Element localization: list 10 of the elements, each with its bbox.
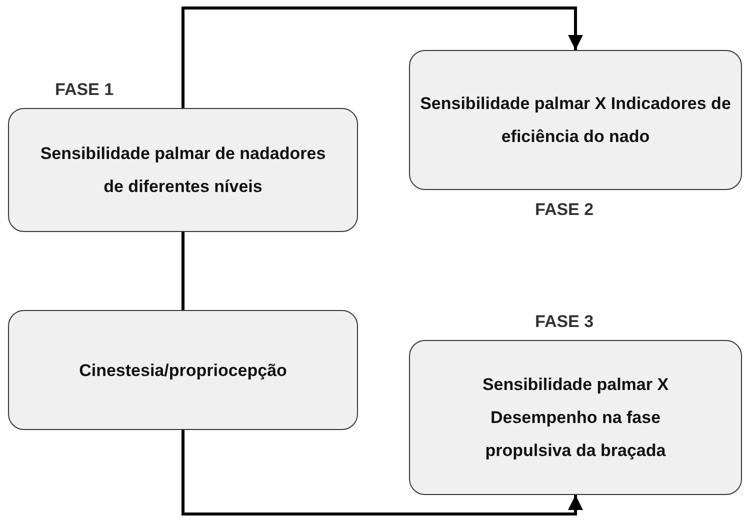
arrow: [182, 430, 583, 516]
phase-heading: FASE 3: [535, 312, 594, 332]
arrow: [182, 6, 583, 108]
box-text: Cinestesia/propriocepção: [79, 360, 287, 382]
phase-heading: FASE 2: [535, 200, 594, 220]
connector-line: [182, 232, 184, 310]
box-text: Sensibilidade palmar X Desempenho na fase propulsiva da braçada: [481, 374, 670, 462]
box-text: Sensibilidade palmar X Indicadores de eficiência do nado: [419, 93, 732, 148]
box-text: Sensibilidade palmar de nadadores de diferentes níveis: [39, 143, 327, 198]
phase-heading: FASE 1: [55, 80, 114, 100]
